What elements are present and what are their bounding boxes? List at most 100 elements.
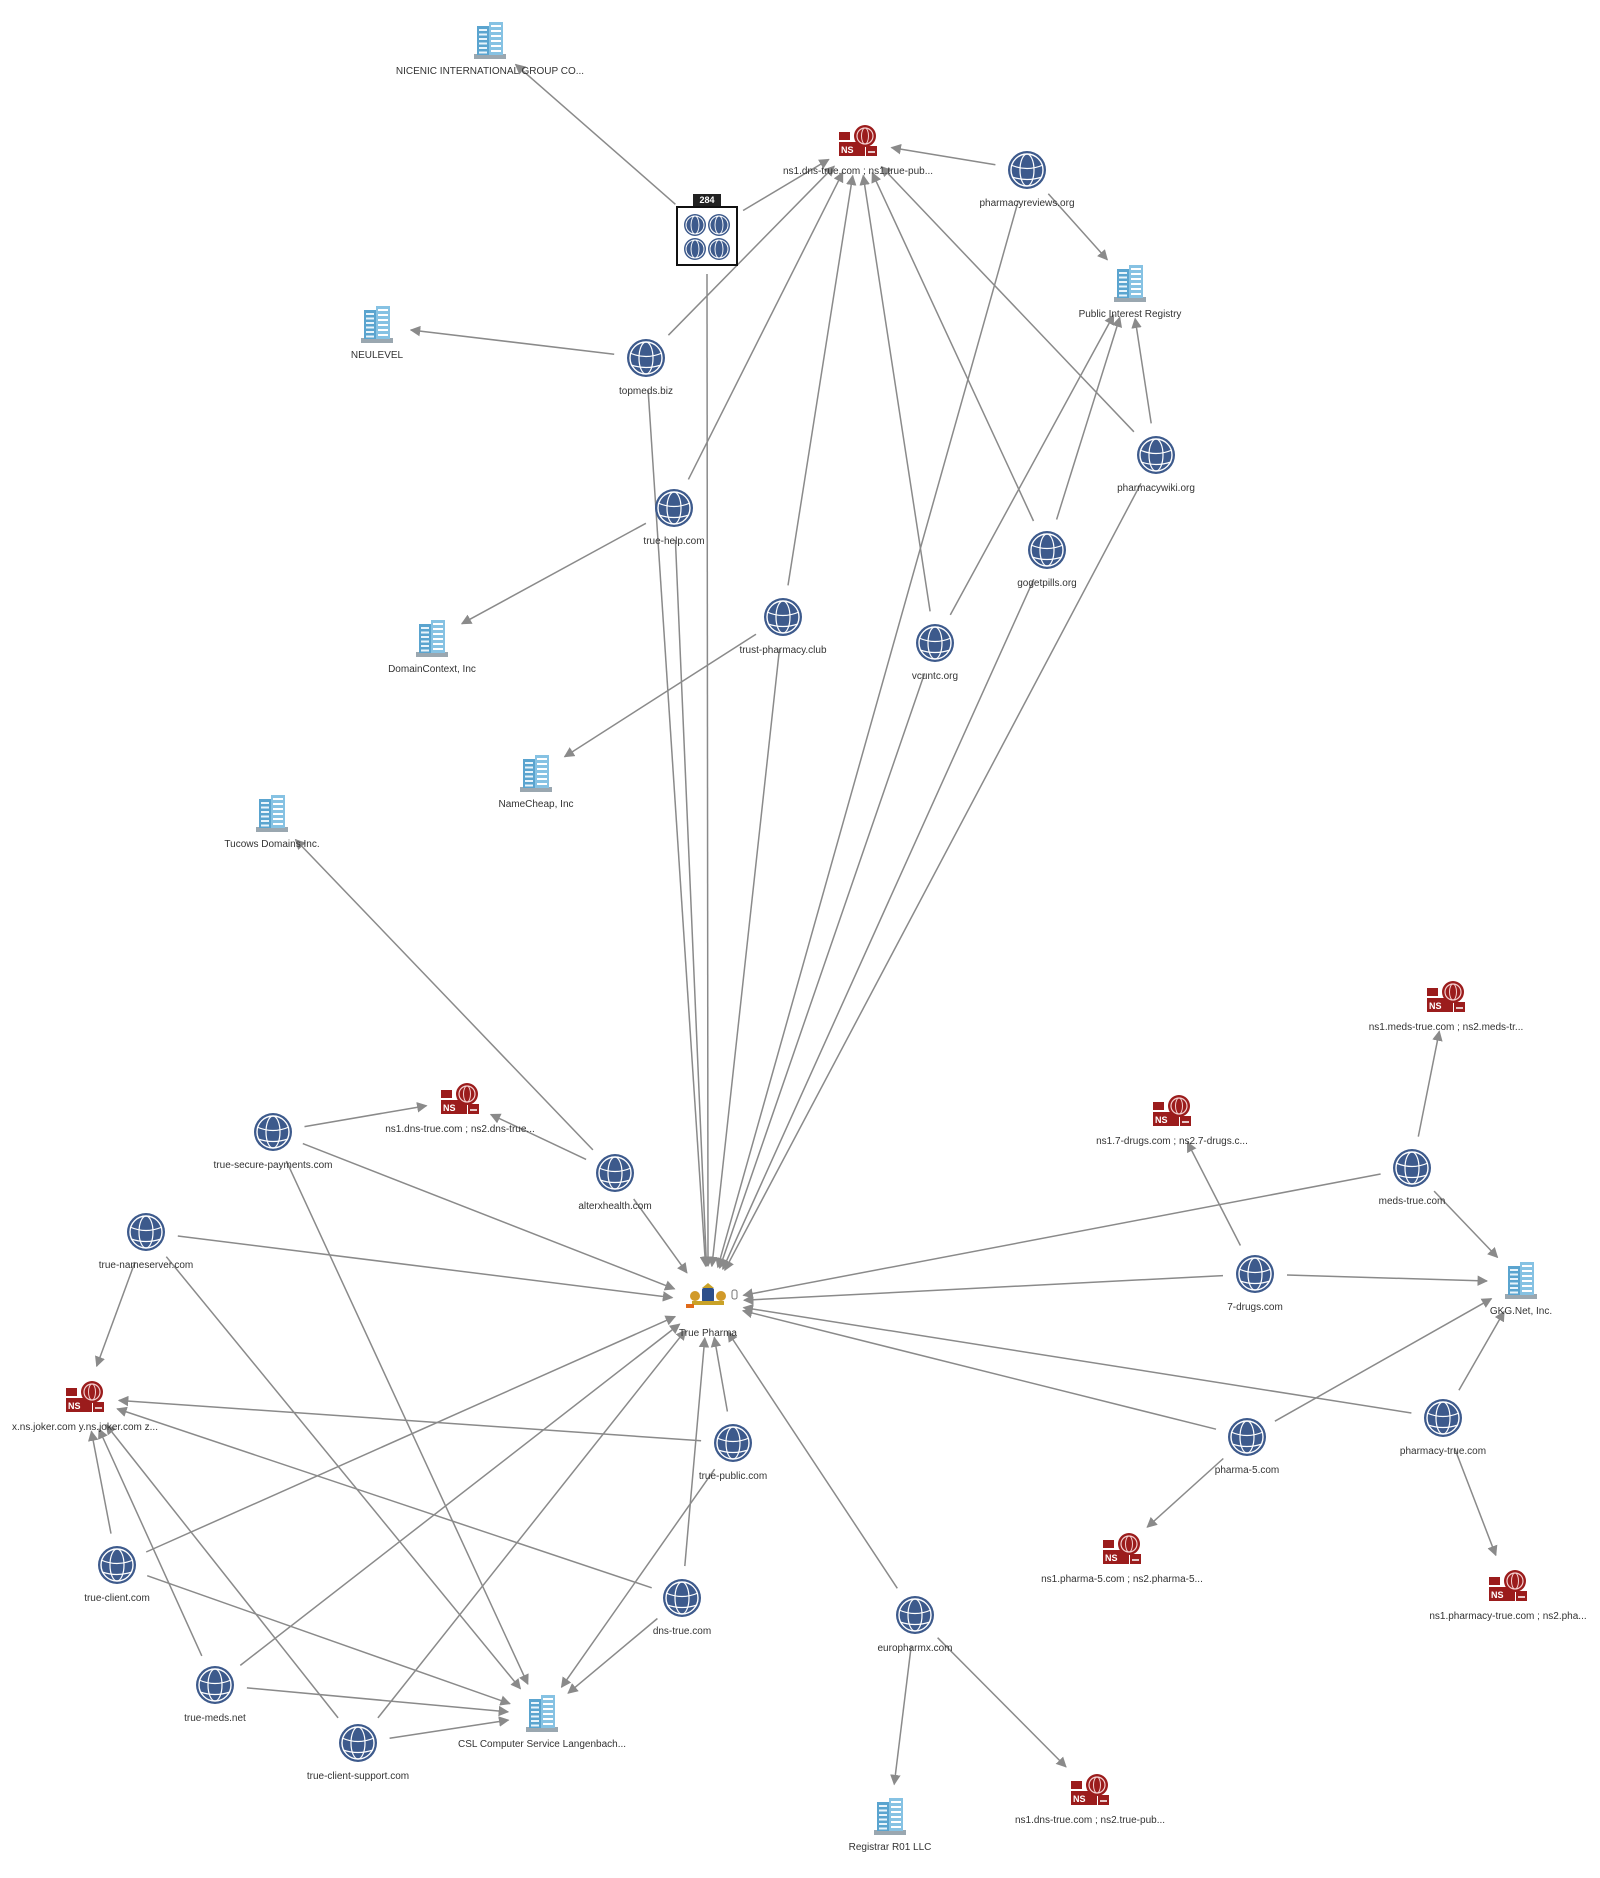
edge-trueclientsupport-to-csl: [389, 1716, 510, 1739]
node-label: DomainContext, Inc: [388, 664, 476, 675]
node-vcuntc[interactable]: vcuntc.org: [912, 624, 958, 682]
node-label: pharmacyreviews.org: [979, 198, 1074, 209]
edge-truehelp-to-domaincontext: [460, 522, 647, 625]
globe-icon: [663, 1579, 701, 1617]
svg-text:NS: NS: [68, 1401, 81, 1411]
node-pir[interactable]: Public Interest Registry: [1079, 265, 1182, 320]
node-topmeds[interactable]: topmeds.biz: [619, 339, 673, 397]
node-truehelp[interactable]: true-help.com: [643, 489, 705, 547]
node-truesecure[interactable]: true-secure-payments.com: [214, 1113, 333, 1171]
globe-icon: [196, 1666, 234, 1704]
node-label: Public Interest Registry: [1079, 309, 1182, 320]
nameserver-icon: NS: [1489, 1570, 1527, 1601]
svg-text:NS: NS: [1105, 1553, 1118, 1563]
node-domaincontext[interactable]: DomainContext, Inc: [388, 620, 476, 675]
svg-text:NS: NS: [1429, 1001, 1442, 1011]
globe-icon: [655, 489, 693, 527]
globe-icon: [764, 598, 802, 636]
node-7drugs[interactable]: 7-drugs.com: [1227, 1255, 1283, 1313]
edge-7drugs-to-truepharma: [742, 1274, 1224, 1305]
edge-medstrue-to-ns_meds: [1417, 1030, 1443, 1137]
node-label: ns1.pharmacy-true.com ; ns2.pha...: [1429, 1611, 1586, 1622]
edge-pharmacyreviews-to-pir: [1047, 193, 1109, 261]
node-label: CSL Computer Service Langenbach...: [458, 1739, 626, 1750]
edge-alterx-to-ns_dns2: [489, 1113, 587, 1161]
node-gkg[interactable]: GKG.Net, Inc.: [1490, 1262, 1552, 1317]
node-ns_pharma5[interactable]: NS ns1.pharma-5.com ; ns2.pharma-5...: [1041, 1533, 1203, 1585]
edge-topmeds-to-ns_top: [667, 165, 835, 336]
edge-truesecure-to-csl: [285, 1160, 529, 1686]
node-ns_pharmacytrue[interactable]: NS ns1.pharmacy-true.com ; ns2.pha...: [1429, 1570, 1587, 1622]
building-icon: [526, 1695, 558, 1732]
nameserver-icon: NS: [66, 1381, 104, 1412]
node-label: NEULEVEL: [351, 350, 404, 361]
node-trustpharmacy[interactable]: trust-pharmacy.club: [739, 598, 827, 656]
edge-dnstrue-to-csl: [567, 1617, 658, 1694]
node-label: trust-pharmacy.club: [739, 645, 827, 656]
node-label: GKG.Net, Inc.: [1490, 1306, 1552, 1317]
edge-cluster-to-truepharma: [702, 273, 714, 1268]
edge-gogetpills-to-truepharma: [721, 578, 1035, 1271]
node-dnstrue[interactable]: dns-true.com: [653, 1579, 711, 1637]
edge-dnstrue-to-truepharma: [684, 1336, 710, 1567]
node-label: topmeds.biz: [619, 386, 673, 397]
edge-trustpharmacy-to-namecheap: [563, 633, 757, 758]
node-layer: NICENIC INTERNATIONAL GROUP CO... NSns1.d…: [12, 22, 1587, 1853]
node-pharmacyreviews[interactable]: pharmacyreviews.org: [979, 151, 1075, 209]
cluster-count-badge: 284: [699, 195, 714, 205]
node-neulevel[interactable]: NEULEVEL: [351, 306, 404, 361]
node-pharma5[interactable]: pharma-5.com: [1215, 1418, 1279, 1476]
node-pharmacywiki[interactable]: pharmacywiki.org: [1117, 436, 1195, 494]
edge-trustpharmacy-to-ns_top: [787, 174, 857, 586]
node-trueclient[interactable]: true-client.com: [84, 1546, 150, 1604]
node-medstrue[interactable]: meds-true.com: [1379, 1149, 1446, 1207]
globe-icon: [1393, 1149, 1431, 1187]
svg-text:NS: NS: [443, 1103, 456, 1113]
edge-cluster-to-ns_top: [742, 158, 830, 212]
node-label: ns1.pharma-5.com ; ns2.pharma-5...: [1041, 1574, 1203, 1585]
node-csl[interactable]: CSL Computer Service Langenbach...: [458, 1695, 626, 1750]
edge-gogetpills-to-ns_top: [871, 171, 1035, 522]
node-truepublic[interactable]: true-public.com: [699, 1424, 767, 1482]
node-trueclientsupport[interactable]: true-client-support.com: [307, 1724, 409, 1782]
node-namecheap[interactable]: NameCheap, Inc: [498, 755, 574, 810]
edge-truenameserver-to-ns_joker: [95, 1261, 136, 1368]
building-icon: [520, 755, 552, 792]
node-nicenic[interactable]: NICENIC INTERNATIONAL GROUP CO...: [396, 22, 584, 77]
node-gogetpills[interactable]: gogetpills.org: [1017, 531, 1077, 589]
edge-trueclient-to-truepharma: [145, 1315, 677, 1553]
building-icon: [256, 795, 288, 832]
node-pharmacytrue[interactable]: pharmacy-true.com: [1400, 1399, 1486, 1457]
edge-europharmx-to-truepharma: [727, 1331, 898, 1589]
edge-truemeds-to-csl: [246, 1687, 510, 1717]
edge-truepublic-to-csl: [560, 1468, 716, 1689]
edge-trueclient-to-ns_joker: [88, 1430, 112, 1534]
edge-pharmacywiki-to-pir: [1131, 317, 1152, 424]
node-ns_meds[interactable]: NS ns1.meds-true.com ; ns2.meds-tr...: [1369, 981, 1524, 1033]
svg-text:NS: NS: [841, 145, 854, 155]
edge-7drugs-to-gkg: [1286, 1274, 1489, 1286]
edge-pharma5-to-ns_pharma5: [1146, 1457, 1224, 1528]
node-truepharma[interactable]: True Pharma: [679, 1283, 738, 1339]
globe-icon: [127, 1213, 165, 1251]
node-ns_joker[interactable]: NS x.ns.joker.com y.ns.joker.com z...: [12, 1381, 158, 1433]
edge-truesecure-to-truepharma: [302, 1142, 676, 1291]
edge-medstrue-to-truepharma: [742, 1173, 1381, 1299]
svg-text:NS: NS: [1073, 1794, 1086, 1804]
node-label: ns1.meds-true.com ; ns2.meds-tr...: [1369, 1022, 1524, 1033]
node-tucows[interactable]: Tucows Domains Inc.: [224, 795, 320, 850]
node-label: ns1.7-drugs.com ; ns2.7-drugs.c...: [1096, 1136, 1248, 1147]
node-r01[interactable]: Registrar R01 LLC: [849, 1798, 932, 1853]
node-label: x.ns.joker.com y.ns.joker.com z...: [12, 1422, 158, 1433]
edge-alterx-to-tucows: [294, 838, 594, 1151]
node-truemeds[interactable]: true-meds.net: [184, 1666, 246, 1724]
node-truenameserver[interactable]: true-nameserver.com: [99, 1213, 193, 1271]
node-alterx[interactable]: alterxhealth.com: [578, 1154, 652, 1212]
node-label: True Pharma: [679, 1328, 737, 1339]
node-cluster[interactable]: 284: [676, 194, 738, 266]
node-europharmx[interactable]: europharmx.com: [877, 1596, 953, 1654]
